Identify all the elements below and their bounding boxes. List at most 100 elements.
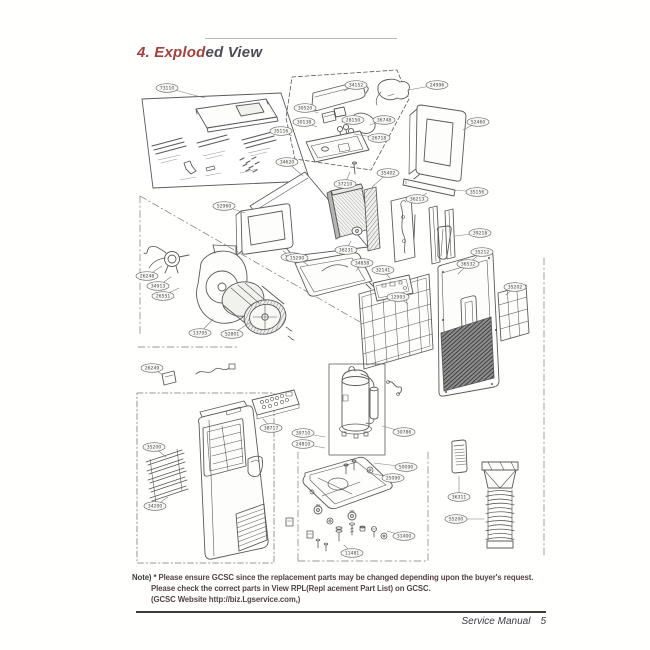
cabinet-section-box <box>136 392 275 564</box>
svg-text:32141: 32141 <box>376 268 391 274</box>
top-rule <box>205 38 397 39</box>
svg-text:35200: 35200 <box>147 445 162 451</box>
note-line-1: Note) * Please ensure GCSC since the rep… <box>132 572 552 583</box>
svg-text:31400: 31400 <box>397 534 412 540</box>
svg-text:35202: 35202 <box>508 285 523 291</box>
svg-text:26248: 26248 <box>140 274 155 280</box>
svg-text:11481: 11481 <box>345 551 360 557</box>
svg-text:34152: 34152 <box>349 83 364 89</box>
svg-text:52460: 52460 <box>471 120 486 126</box>
part-callout: 35202 <box>503 282 527 296</box>
part-callout: 25090 <box>369 472 405 483</box>
support-strip <box>402 178 456 197</box>
footer-page-number: 5 <box>540 616 546 627</box>
svg-text:34620: 34620 <box>280 160 295 166</box>
part-callout: 34620 <box>275 157 304 177</box>
part-callout: 32141 <box>371 265 395 279</box>
svg-text:37210: 37210 <box>338 182 353 188</box>
svg-text:36748: 36748 <box>377 118 392 124</box>
exhaust-hose <box>481 461 519 549</box>
footer-label: Service Manual <box>461 616 531 627</box>
svg-text:30786: 30786 <box>397 430 412 436</box>
part-callout: 15290 <box>285 253 309 266</box>
part-callout: 26551 <box>151 287 180 301</box>
part-callout: 30520 <box>293 103 319 114</box>
fan-motor <box>143 245 190 274</box>
svg-text:35116: 35116 <box>274 129 289 135</box>
svg-text:24810: 24810 <box>296 442 311 448</box>
svg-text:12993: 12993 <box>391 295 406 301</box>
part-callout: 24810 <box>291 439 326 449</box>
part-callout: 35200 <box>142 442 167 458</box>
svg-text:26718: 26718 <box>372 136 387 142</box>
svg-text:26249: 26249 <box>145 366 160 372</box>
svg-text:30138: 30138 <box>297 120 312 126</box>
cabinet-body <box>197 400 269 560</box>
part-callout: 50090 <box>373 462 418 472</box>
part-callout: 34152 <box>343 80 368 92</box>
svg-text:36213: 36213 <box>410 197 425 203</box>
part-callout: 34858 <box>350 258 374 272</box>
part-callout: 52960 <box>212 201 246 214</box>
section-divider-lines <box>137 195 545 562</box>
part-callout: 31400 <box>386 530 416 541</box>
hardware-screws <box>285 517 388 552</box>
part-callout: 36213 <box>405 192 429 204</box>
svg-text:26551: 26551 <box>156 294 171 300</box>
part-callout: 30786 <box>381 425 416 437</box>
svg-text:34913: 34913 <box>151 284 166 290</box>
part-callout: 34200 <box>143 496 169 511</box>
svg-text:38717: 38717 <box>264 426 279 432</box>
svg-text:52960: 52960 <box>217 204 232 210</box>
power-cord <box>195 363 236 375</box>
discharge-pipe <box>386 380 402 396</box>
part-callout: 52801 <box>220 321 252 339</box>
svg-text:36311: 36311 <box>452 495 467 501</box>
part-callout: 35116 <box>269 126 293 137</box>
svg-text:25090: 25090 <box>386 476 401 482</box>
caster-wheels <box>313 504 357 521</box>
part-callout: 28150 <box>340 115 365 125</box>
blower-wheel <box>221 281 295 341</box>
part-callout: 39710 <box>291 428 326 438</box>
note-line-3: (GCSC Website http://biz.Lgservice.com,) <box>151 595 301 604</box>
fan-shroud-frame <box>408 104 467 182</box>
control-deck <box>251 389 300 420</box>
compressor-box <box>328 363 386 456</box>
svg-text:35212: 35212 <box>475 250 490 256</box>
svg-text:34200: 34200 <box>148 504 163 510</box>
svg-text:50090: 50090 <box>399 465 414 471</box>
part-callout: 35402 <box>371 168 400 188</box>
part-callout: 52460 <box>462 117 490 131</box>
part-callout: 36311 <box>447 475 471 502</box>
svg-text:39218: 39218 <box>473 231 488 237</box>
svg-text:55200: 55200 <box>449 517 464 523</box>
gcsc-note: Note) * Please ensure GCSC since the rep… <box>132 572 552 605</box>
evaporator-coil <box>326 183 381 252</box>
compressor <box>339 366 379 439</box>
svg-text:28150: 28150 <box>346 118 361 124</box>
svg-text:39710: 39710 <box>296 431 311 437</box>
part-callout: 38717 <box>259 418 283 433</box>
side-plate <box>390 195 416 263</box>
small-bracket <box>161 370 177 386</box>
svg-text:36231: 36231 <box>339 248 354 254</box>
louver-slats <box>145 448 189 504</box>
part-callout: 35156 <box>452 187 489 197</box>
footer-rule <box>136 611 546 613</box>
part-callout: 37210 <box>333 171 357 189</box>
note-line-2: Please check the correct parts in View R… <box>151 584 431 593</box>
page-title: 4. Exploded View <box>137 44 262 61</box>
note-text-1: * Please ensure GCSC since the replaceme… <box>153 573 534 582</box>
display-frame <box>235 203 294 256</box>
air-filter-right <box>497 284 530 342</box>
svg-text:24996: 24996 <box>430 83 445 89</box>
part-callout: 13705 <box>188 318 214 338</box>
note-label: Note) <box>132 573 152 582</box>
part-callout: 26249 <box>140 363 164 376</box>
part-callout: 30138 <box>292 117 318 128</box>
rear-panel <box>436 225 500 397</box>
side-brackets <box>408 205 456 265</box>
part-callout: 55200 <box>444 514 485 524</box>
